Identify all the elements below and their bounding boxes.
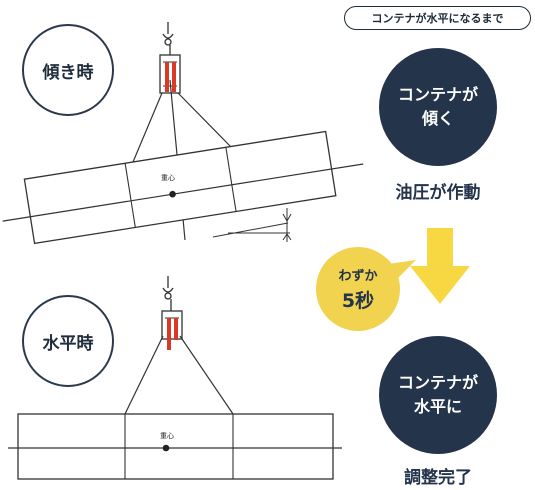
hydraulic-action-text: 油圧が作動	[395, 183, 481, 203]
duration-prefix: わずか	[338, 269, 378, 284]
tilt-angle-indicator	[212, 208, 292, 242]
container-tilts-circle: コンテナが 傾く	[379, 48, 497, 166]
container-level-line2: 水平に	[413, 397, 462, 416]
level-diagram: 重心	[8, 276, 342, 480]
container-tilts-line2: 傾く	[421, 109, 454, 128]
adjustment-complete-text: 調整完了	[404, 468, 472, 488]
tilted-state-text: 傾き時	[42, 62, 94, 83]
center-of-gravity-label-level: 重心	[160, 432, 174, 440]
tilted-diagram: 重心	[2, 22, 364, 245]
slings-level	[124, 335, 234, 415]
crane-hook-tilted	[162, 22, 174, 46]
container-level-circle: コンテナが 水平に	[379, 336, 497, 454]
container-tilts-line1: コンテナが	[397, 85, 478, 104]
duration-value: 5秒	[341, 290, 375, 312]
tilted-container	[2, 130, 364, 245]
spreader-mechanism-level	[161, 299, 183, 350]
spreader-mechanism-tilted	[159, 45, 181, 94]
tilted-state-label: 傾き時	[22, 24, 114, 116]
container-level-line1: コンテナが	[397, 373, 478, 392]
level-container	[8, 413, 342, 480]
level-state-label: 水平時	[22, 295, 114, 387]
process-header-text: コンテナが水平になるまで	[371, 12, 504, 25]
crane-hook-level	[162, 276, 174, 300]
level-state-text: 水平時	[42, 333, 94, 354]
process-header: コンテナが水平になるまで	[344, 6, 531, 30]
center-of-gravity-label-tilted: 重心	[161, 174, 175, 182]
down-arrow-icon	[410, 228, 470, 304]
duration-bubble: わずか 5秒	[316, 247, 400, 331]
